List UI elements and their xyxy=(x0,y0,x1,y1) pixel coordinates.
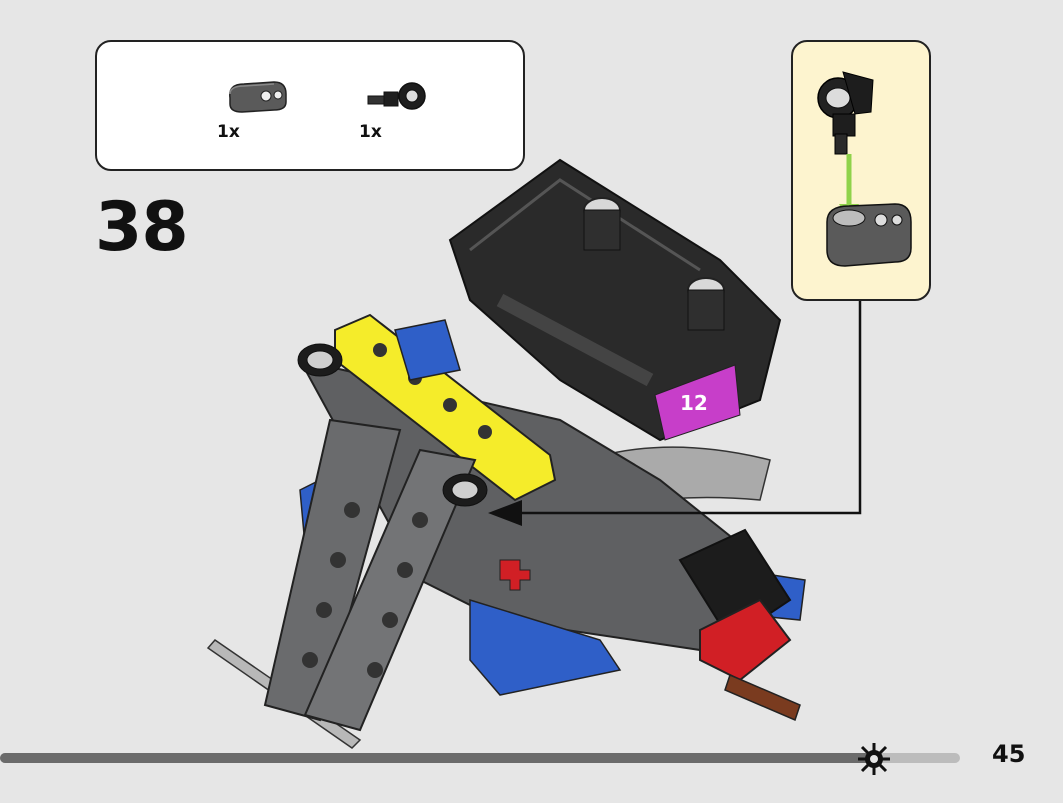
part-item: 1x xyxy=(217,76,297,142)
parts-list-box: 1x 1x xyxy=(95,40,525,171)
progress-bar xyxy=(0,753,960,763)
part-quantity: 1x xyxy=(217,122,240,142)
page-number: 45 xyxy=(992,740,1026,768)
part-item: 1x xyxy=(359,76,439,142)
svg-text:12: 12 xyxy=(680,391,708,415)
part-quantity: 1x xyxy=(359,122,382,142)
progress-fill xyxy=(0,753,874,763)
assembly-instruction-icon xyxy=(817,71,912,267)
axle-pin-connector-icon xyxy=(367,82,426,110)
gear-icon xyxy=(857,743,890,775)
sub-assembly-callout xyxy=(791,40,931,301)
step-number: 38 xyxy=(95,188,189,267)
beam-connector-icon xyxy=(229,81,287,113)
